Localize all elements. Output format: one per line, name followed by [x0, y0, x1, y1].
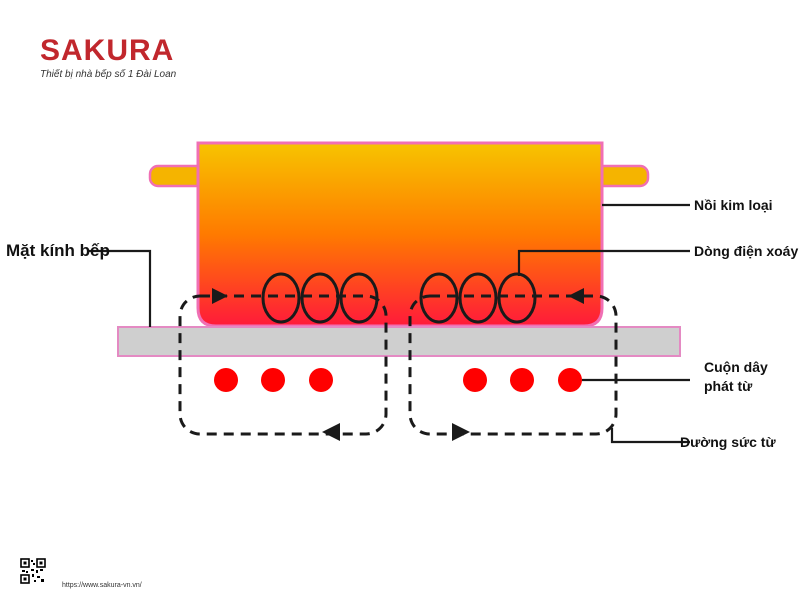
leader-eddy [517, 249, 690, 276]
brand-logo: SAKURA Thiết bị nhà bếp số 1 Đài Loan [40, 34, 177, 81]
brand-tagline: Thiết bị nhà bếp số 1 Đài Loan [40, 69, 177, 80]
leader-glass [88, 249, 152, 327]
label-glass: Mặt kính bếp [6, 241, 110, 260]
arrow-left-icon [568, 288, 584, 304]
label-coil-line2: phát từ [704, 378, 753, 394]
field-line-left [178, 294, 388, 436]
qr-code-icon [20, 558, 46, 584]
eddy-current-left [261, 272, 379, 324]
label-field-lines: Đường sức từ [680, 434, 776, 450]
label-pot: Nồi kim loại [694, 197, 773, 213]
label-coil-line1: Cuộn dây [704, 359, 768, 375]
footer-url: https://www.sakura-vn.vn/ [62, 582, 142, 589]
brand-name: SAKURA [40, 34, 175, 67]
induction-coils [214, 368, 582, 392]
eddy-current-right [419, 272, 537, 324]
metal-pot [196, 141, 604, 328]
field-line-right [408, 294, 618, 436]
arrow-left-icon [322, 423, 340, 441]
leader-field [610, 428, 690, 444]
arrow-right-icon [212, 288, 228, 304]
label-eddy-current: Dòng điện xoáy [694, 243, 799, 259]
arrow-right-icon [452, 423, 470, 441]
glass-cooktop [117, 326, 681, 357]
